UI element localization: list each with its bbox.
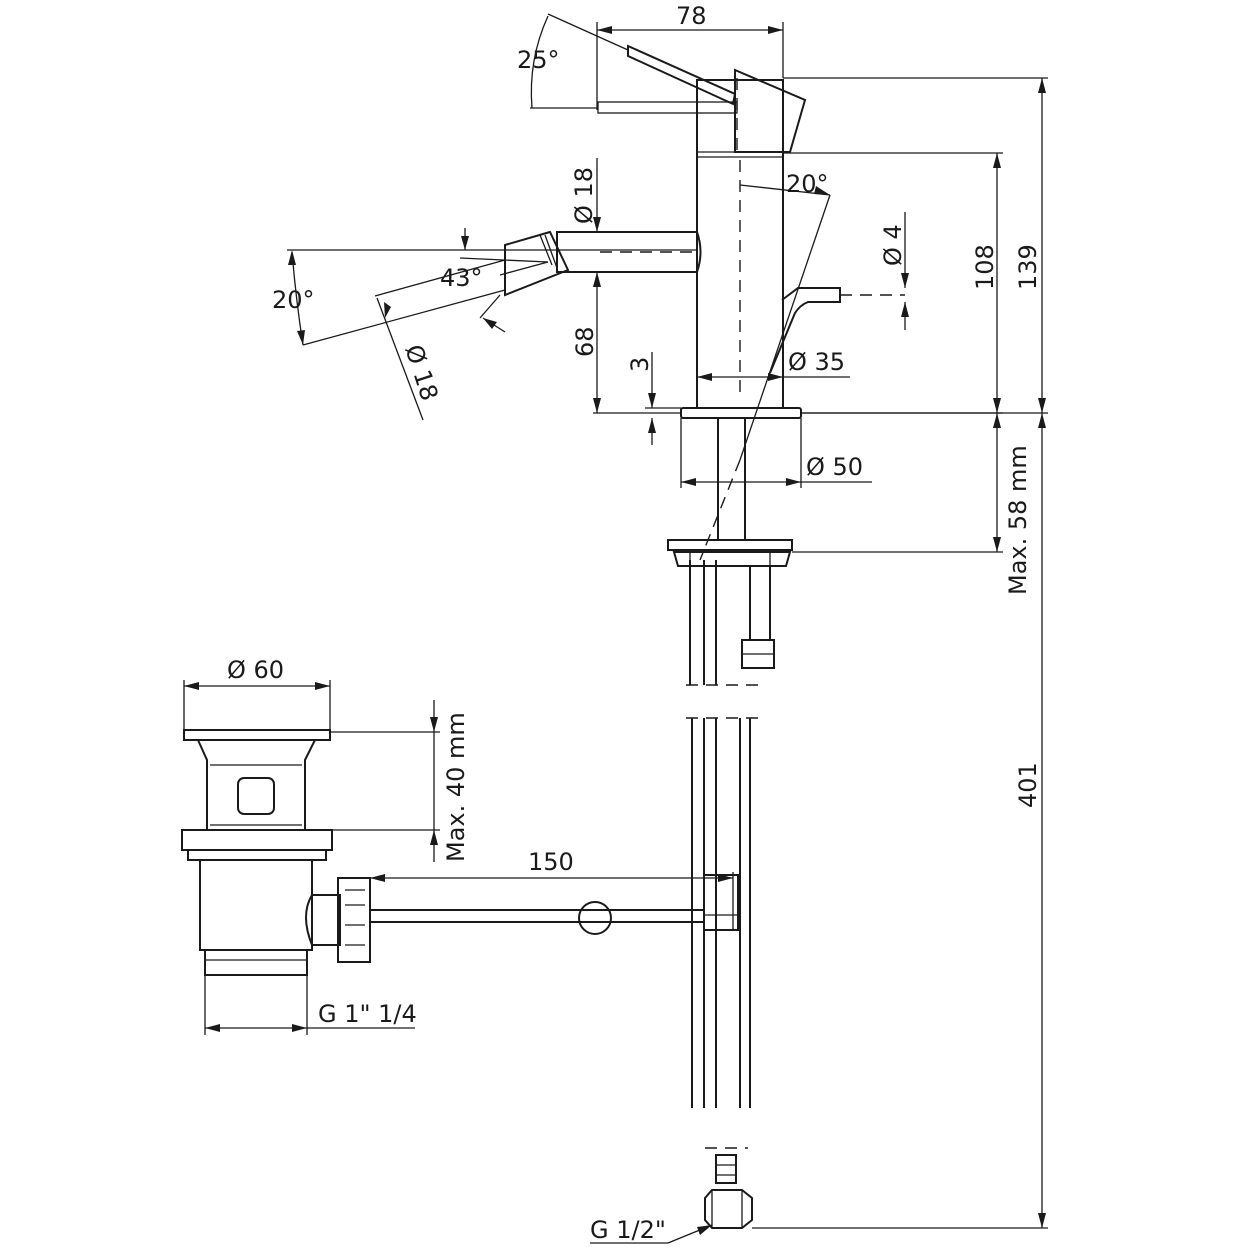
- label-dim-401: 401: [1014, 762, 1042, 808]
- label-dim-108: 108: [971, 244, 999, 290]
- dim-supply-thread: [590, 1224, 713, 1244]
- dim-78: [596, 22, 784, 110]
- dim-waste-thread: [204, 975, 415, 1035]
- dim-nozzle-18: [376, 297, 424, 421]
- label-base-diameter: Ø 50: [806, 453, 863, 481]
- label-spout-diameter-top: Ø 18: [570, 167, 598, 224]
- label-width-top: 78: [676, 2, 707, 30]
- fixing-assembly: [667, 418, 793, 686]
- dim-50: [680, 418, 872, 488]
- dim-rod-4: [901, 212, 909, 330]
- label-waste-thread: G 1" 1/4: [318, 1000, 417, 1028]
- label-rod-length: 150: [528, 848, 574, 876]
- label-max-40: Max. 40 mm: [442, 712, 470, 862]
- label-dim-3: 3: [626, 357, 654, 372]
- dim-68: [593, 285, 681, 414]
- dim-25deg: [530, 13, 629, 109]
- dim-60: [183, 680, 331, 730]
- label-nozzle-angle: 43°: [440, 264, 483, 292]
- dim-401: [752, 412, 1048, 1229]
- label-body-diameter: Ø 35: [788, 348, 845, 376]
- dim-max-40: [330, 700, 440, 862]
- label-rod-diameter: Ø 4: [879, 224, 907, 266]
- label-supply-thread: G 1/2": [590, 1216, 666, 1244]
- label-tilt-angle-left: 20°: [272, 286, 315, 314]
- dim-nozzle-angles: [287, 228, 697, 346]
- dim-108: [783, 152, 1003, 413]
- label-max-58: Max. 58 mm: [1004, 445, 1032, 595]
- label-nozzle-diameter: Ø 18: [399, 341, 443, 404]
- dim-spout-18: [593, 158, 601, 287]
- label-dim-139: 139: [1014, 244, 1042, 290]
- lower-pipes: [686, 717, 760, 1229]
- dim-35: [697, 373, 850, 381]
- waste-assembly: [181, 729, 704, 976]
- dim-139: [783, 77, 1048, 413]
- dim-150: [370, 872, 734, 930]
- dim-3: [645, 352, 681, 445]
- label-lever-angle: 25°: [517, 46, 560, 74]
- label-dim-68: 68: [571, 326, 599, 357]
- label-waste-diameter: Ø 60: [227, 656, 284, 684]
